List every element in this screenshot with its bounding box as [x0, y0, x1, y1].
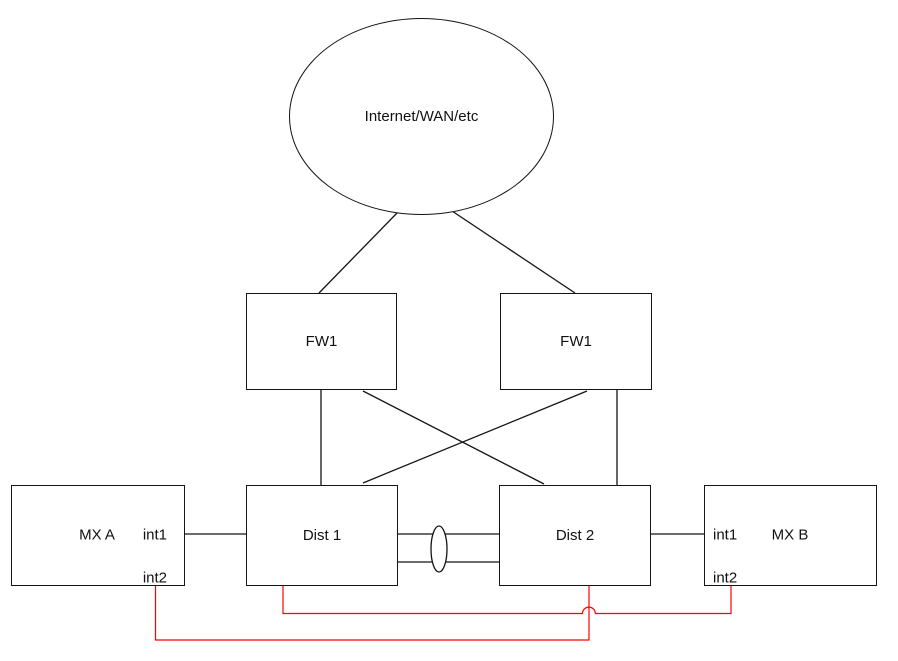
mx-b-port-int2: int2: [713, 569, 738, 587]
firewall-right-box: FW1: [500, 293, 652, 390]
link-fw-left-dist2: [362, 390, 545, 485]
red-link-dist1-mxb-int2: [282, 586, 732, 615]
dist1-label: Dist 1: [302, 527, 342, 544]
dist1-box: Dist 1: [246, 485, 398, 586]
lag-aggregation-ellipse: [430, 525, 448, 573]
mx-a-box: MX A int1 int2: [11, 485, 185, 587]
dist2-box: Dist 2: [499, 485, 651, 586]
firewall-right-label: FW1: [560, 333, 592, 350]
link-fw-right-dist1: [362, 390, 588, 484]
link-cloud-fw-left: [318, 211, 399, 294]
red-link-mxa-int2-dist2: [154, 586, 590, 641]
mx-b-box: int1 MX B int2: [704, 485, 877, 587]
link-cloud-fw-right: [451, 210, 576, 294]
firewall-left-box: FW1: [246, 293, 397, 390]
internet-cloud-label: Internet/WAN/etc: [364, 108, 479, 125]
mx-a-port-int2: int2: [142, 569, 167, 587]
mx-a-port-int1: int1: [142, 526, 167, 544]
mx-a-label: MX A: [79, 526, 115, 544]
internet-cloud: Internet/WAN/etc: [289, 18, 554, 215]
firewall-left-label: FW1: [305, 333, 338, 350]
dist2-label: Dist 2: [555, 527, 595, 544]
mx-b-port-int1: int1: [713, 526, 738, 544]
mx-b-label: MX B: [771, 526, 809, 544]
